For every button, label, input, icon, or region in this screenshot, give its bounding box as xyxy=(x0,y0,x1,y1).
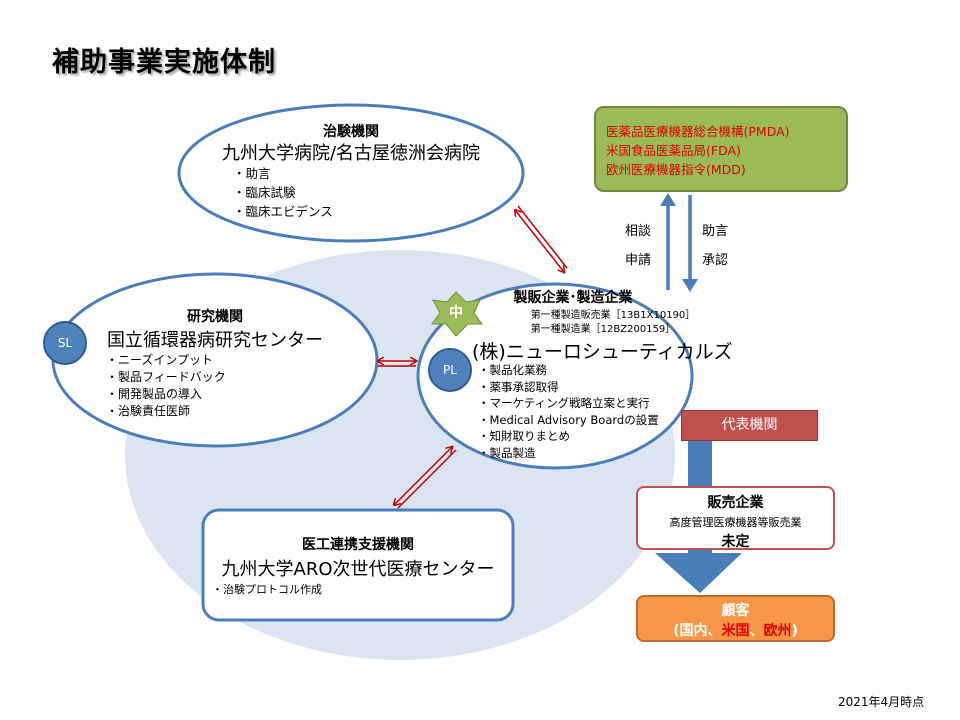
representative-label: 代表機関 xyxy=(681,410,818,441)
sales-sub: 高度管理医療機器等販売業 xyxy=(669,516,802,529)
sales-status: 未定 xyxy=(721,534,750,550)
list-item: 製品製造 xyxy=(478,445,659,462)
customer-markets: (国内、米国、欧州) xyxy=(638,620,833,640)
research-header: 研究機関 xyxy=(187,309,243,325)
list-item: 臨床試験 xyxy=(233,183,333,202)
regulator-fda: 米国食品医薬品局(FDA) xyxy=(606,143,741,158)
list-item: 製品フィードバック xyxy=(106,369,226,386)
pl-badge: PL xyxy=(428,348,472,392)
sl-badge: SL xyxy=(43,321,87,365)
page-title: 補助事業実施体制 xyxy=(52,47,276,78)
manufacturer-name: (株)ニューロシューティカルズ xyxy=(472,341,733,363)
customer-eu: 欧州 xyxy=(763,623,792,639)
research-name: 国立循環器病研究センター xyxy=(107,330,323,351)
flow-apply: 申請 xyxy=(625,253,652,268)
flow-advice: 助言 xyxy=(702,224,729,239)
manufacturer-header: 製販企業･製造企業 xyxy=(513,290,633,306)
date-note: 2021年4月時点 xyxy=(838,695,925,709)
support-name: 九州大学ARO次世代医療センター xyxy=(221,559,495,580)
license-1: 第一種製造販売業［13B1X10190］ xyxy=(530,310,696,321)
customer-header: 顧客 xyxy=(721,603,750,619)
customer-sep: 、 xyxy=(749,623,764,639)
customer-box: 顧客 (国内、米国、欧州) xyxy=(636,595,835,642)
trial-list: 助言 臨床試験 臨床エビデンス xyxy=(233,164,333,221)
list-item: 助言 xyxy=(233,164,333,183)
list-item: 製品化業務 xyxy=(478,362,659,379)
regulator-pmda: 医薬品医療機器総合機構(PMDA) xyxy=(606,124,790,139)
list-item: 知財取りまとめ xyxy=(478,428,659,445)
list-item: 薬事承認取得 xyxy=(478,379,659,396)
list-item: 臨床エビデンス xyxy=(233,202,333,221)
trial-name: 九州大学病院/名古屋徳洲会病院 xyxy=(221,143,481,164)
license-2: 第一種製造業［12BZ200159］ xyxy=(530,324,676,335)
regulator-box: 医薬品医療機器総合機構(PMDA) 米国食品医薬品局(FDA) 欧州医療機器指令… xyxy=(594,106,848,192)
regulator-mdd: 欧州医療機器指令(MDD) xyxy=(606,162,746,177)
trial-header: 治験機関 xyxy=(323,124,379,140)
support-header: 医工連携支援機関 xyxy=(302,537,414,553)
support-link-arrow xyxy=(394,447,452,505)
trial-link-arrow xyxy=(515,210,564,272)
list-item: マーケティング戦略立案と実行 xyxy=(478,395,659,412)
list-item: 治験プロトコル作成 xyxy=(212,582,322,598)
star-label: 中 xyxy=(449,305,463,321)
research-list: ニーズインプット 製品フィードバック 開発製品の導入 治験責任医師 xyxy=(106,352,226,420)
list-item: Medical Advisory Boardの設置 xyxy=(478,412,659,429)
sales-header: 販売企業 xyxy=(707,495,764,511)
list-item: 開発製品の導入 xyxy=(106,386,226,403)
customer-us: 米国 xyxy=(721,623,750,639)
star-shape xyxy=(431,291,483,337)
list-item: ニーズインプット xyxy=(106,352,226,369)
manufacturer-list: 製品化業務 薬事承認取得 マーケティング戦略立案と実行 Medical Advi… xyxy=(478,362,659,461)
sales-box: 販売企業 高度管理医療機器等販売業 未定 xyxy=(636,486,835,550)
flow-consult: 相談 xyxy=(625,224,652,239)
customer-open: (国内、 xyxy=(673,623,722,639)
flow-approve: 承認 xyxy=(702,253,729,268)
support-list: 治験プロトコル作成 xyxy=(212,582,322,598)
customer-close: ) xyxy=(791,623,798,639)
list-item: 治験責任医師 xyxy=(106,403,226,420)
